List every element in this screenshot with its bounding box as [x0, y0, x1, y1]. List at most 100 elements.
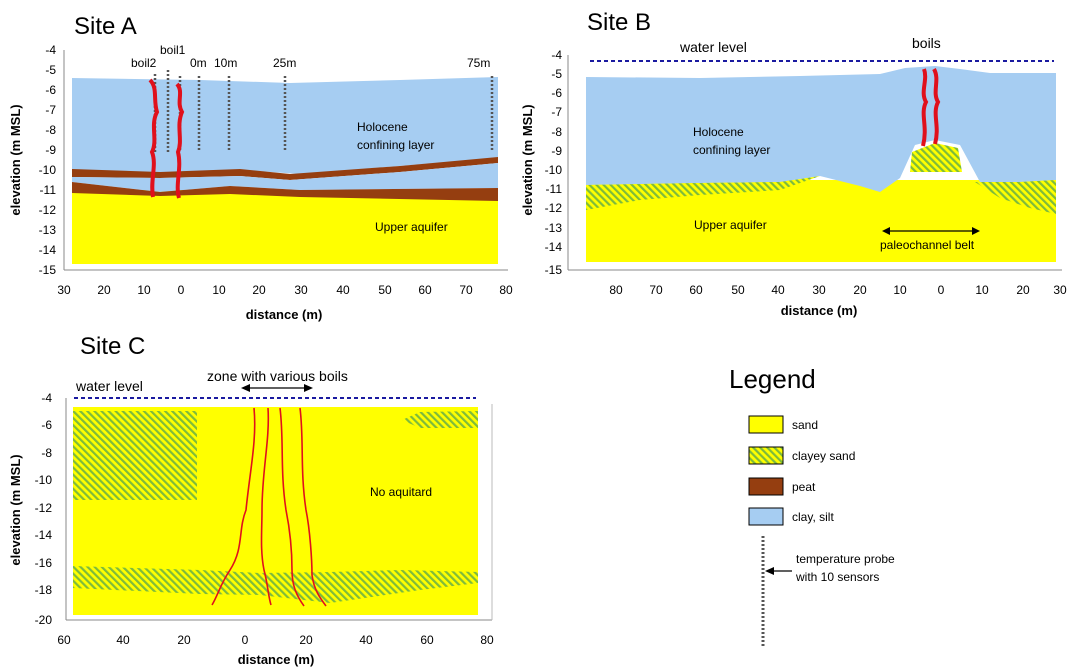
- site-c-xtick: 20: [299, 633, 313, 647]
- site-c-water-level: water level: [75, 378, 143, 394]
- site-a-boil2: [148, 78, 160, 198]
- site-a-ytick: -5: [45, 63, 56, 77]
- legend-probe-line1: temperature probe: [796, 552, 895, 566]
- site-c-xtick: 0: [242, 633, 249, 647]
- site-a-xtick: 30: [57, 283, 71, 297]
- label-75m: 75m: [467, 56, 490, 70]
- site-a-xtick: 20: [97, 283, 111, 297]
- site-b-xtick: 30: [1053, 283, 1067, 297]
- site-b-ytick: -15: [545, 263, 563, 277]
- site-c-zone-arrow: [241, 384, 313, 392]
- site-b-xtick: 70: [649, 283, 663, 297]
- site-c-xtick: 60: [420, 633, 434, 647]
- site-a-xtick: 70: [459, 283, 473, 297]
- site-a-ytick: -8: [45, 123, 56, 137]
- site-b-xtick: 80: [609, 283, 623, 297]
- site-b-xtick: 30: [812, 283, 826, 297]
- site-c-xtick: 20: [177, 633, 191, 647]
- site-a-upper-aquifer: Upper aquifer: [375, 220, 448, 234]
- site-b-xtick: 20: [1016, 283, 1030, 297]
- site-c-xlabel: distance (m): [238, 652, 315, 667]
- site-b-boil-right: [932, 68, 941, 145]
- site-c-ytick: -20: [35, 613, 53, 627]
- site-b-title: Site B: [587, 9, 651, 36]
- site-b-clayey-channel: [910, 143, 962, 172]
- site-a-xticks: 30 20 10 0 10 20 30 40 50 60 70 80: [57, 283, 513, 297]
- site-b-ylabel: elevation (m MSL): [520, 104, 535, 215]
- site-a-ytick: -9: [45, 143, 56, 157]
- site-a-ytick: -6: [45, 83, 56, 97]
- site-b-xlabel: distance (m): [781, 303, 858, 318]
- site-b-xtick: 0: [938, 283, 945, 297]
- legend-title: Legend: [729, 364, 816, 394]
- site-b-xtick: 10: [975, 283, 989, 297]
- site-b-xtick: 60: [689, 283, 703, 297]
- site-c-zone: zone with various boils: [207, 368, 348, 384]
- site-a-xtick: 40: [336, 283, 350, 297]
- site-a-xlabel: distance (m): [246, 307, 323, 322]
- site-b-water-level: water level: [679, 39, 747, 55]
- site-c-xtick: 60: [57, 633, 71, 647]
- site-c-xtick: 40: [116, 633, 130, 647]
- site-a-ytick: -7: [45, 103, 56, 117]
- site-a-xtick: 80: [499, 283, 513, 297]
- site-b-boils: boils: [912, 35, 941, 51]
- site-a-ytick: -11: [40, 183, 57, 197]
- site-c-clayey-right: [402, 411, 478, 428]
- label-boil1: boil1: [160, 43, 186, 57]
- site-b-clay: [586, 66, 1056, 192]
- site-b-ytick: -10: [545, 163, 563, 177]
- site-b-xtick: 50: [731, 283, 745, 297]
- site-a-ytick: -10: [39, 163, 57, 177]
- legend-swatch-sand: [748, 415, 784, 434]
- site-b-ytick: -7: [551, 105, 562, 119]
- site-b-paleochannel: paleochannel belt: [880, 238, 975, 252]
- site-a-xtick: 60: [418, 283, 432, 297]
- site-a-panel: Site A boil2 boil1 0m 10m 25m 75m Holoce…: [8, 13, 513, 322]
- site-b-ytick: -5: [551, 67, 562, 81]
- site-c-no-aquitard: No aquitard: [370, 485, 432, 499]
- site-b-ytick: -9: [551, 144, 562, 158]
- site-c-ytick: -18: [35, 583, 53, 597]
- site-a-sand: [72, 190, 498, 264]
- site-b-ytick: -6: [551, 86, 562, 100]
- site-b-yticks: -4 -5 -6 -7 -8 -9 -10 -11 -12 -13 -14 -1…: [545, 48, 563, 277]
- site-b-ytick: -13: [545, 221, 563, 235]
- site-c-xticks: 60 40 20 0 20 40 60 80: [57, 633, 494, 647]
- site-a-ytick: -13: [39, 223, 57, 237]
- legend-label-clayey-sand: clayey sand: [792, 449, 855, 463]
- site-b-ytick: -4: [551, 48, 562, 62]
- site-c-ytick: -8: [41, 446, 52, 460]
- site-b-upper-aquifer: Upper aquifer: [694, 218, 767, 232]
- site-c-xtick: 40: [359, 633, 373, 647]
- site-b-boil-left: [921, 68, 929, 147]
- site-a-boil1: [175, 82, 185, 199]
- site-b-panel: Site B water level boils Holocene confin…: [520, 9, 1067, 318]
- legend-label-clay-silt: clay, silt: [792, 510, 834, 524]
- legend: Legend sand clayey sand peat clay, silt …: [729, 364, 895, 648]
- legend-swatch-peat: [748, 477, 784, 496]
- label-0m: 0m: [190, 56, 207, 70]
- site-b-clayey-right: [975, 180, 1056, 214]
- site-c-ytick: -14: [35, 528, 53, 542]
- site-b-ytick: -11: [546, 182, 563, 196]
- site-a-ytick: -15: [39, 263, 57, 277]
- site-a-yticks: -4 -5 -6 -7 -8 -9 -10 -11 -12 -13 -14 -1…: [39, 43, 57, 277]
- site-a-xtick: 10: [137, 283, 151, 297]
- site-a-xtick: 20: [252, 283, 266, 297]
- site-c-ytick: -10: [35, 473, 53, 487]
- site-a-xtick: 30: [294, 283, 308, 297]
- site-c-boil-3: [279, 407, 305, 607]
- site-c-ytick: -12: [35, 501, 53, 515]
- site-b-xtick: 20: [853, 283, 867, 297]
- site-a-ytick: -14: [39, 243, 57, 257]
- site-b-clayey-left: [586, 176, 820, 210]
- site-b-ytick: -12: [545, 201, 563, 215]
- site-b-xtick: 10: [893, 283, 907, 297]
- site-c-title: Site C: [80, 333, 145, 360]
- site-a-ytick: -12: [39, 203, 57, 217]
- legend-swatch-clay-silt: [748, 507, 784, 526]
- site-a-xtick: 0: [178, 283, 185, 297]
- site-c-clayey-bottom: [73, 566, 478, 603]
